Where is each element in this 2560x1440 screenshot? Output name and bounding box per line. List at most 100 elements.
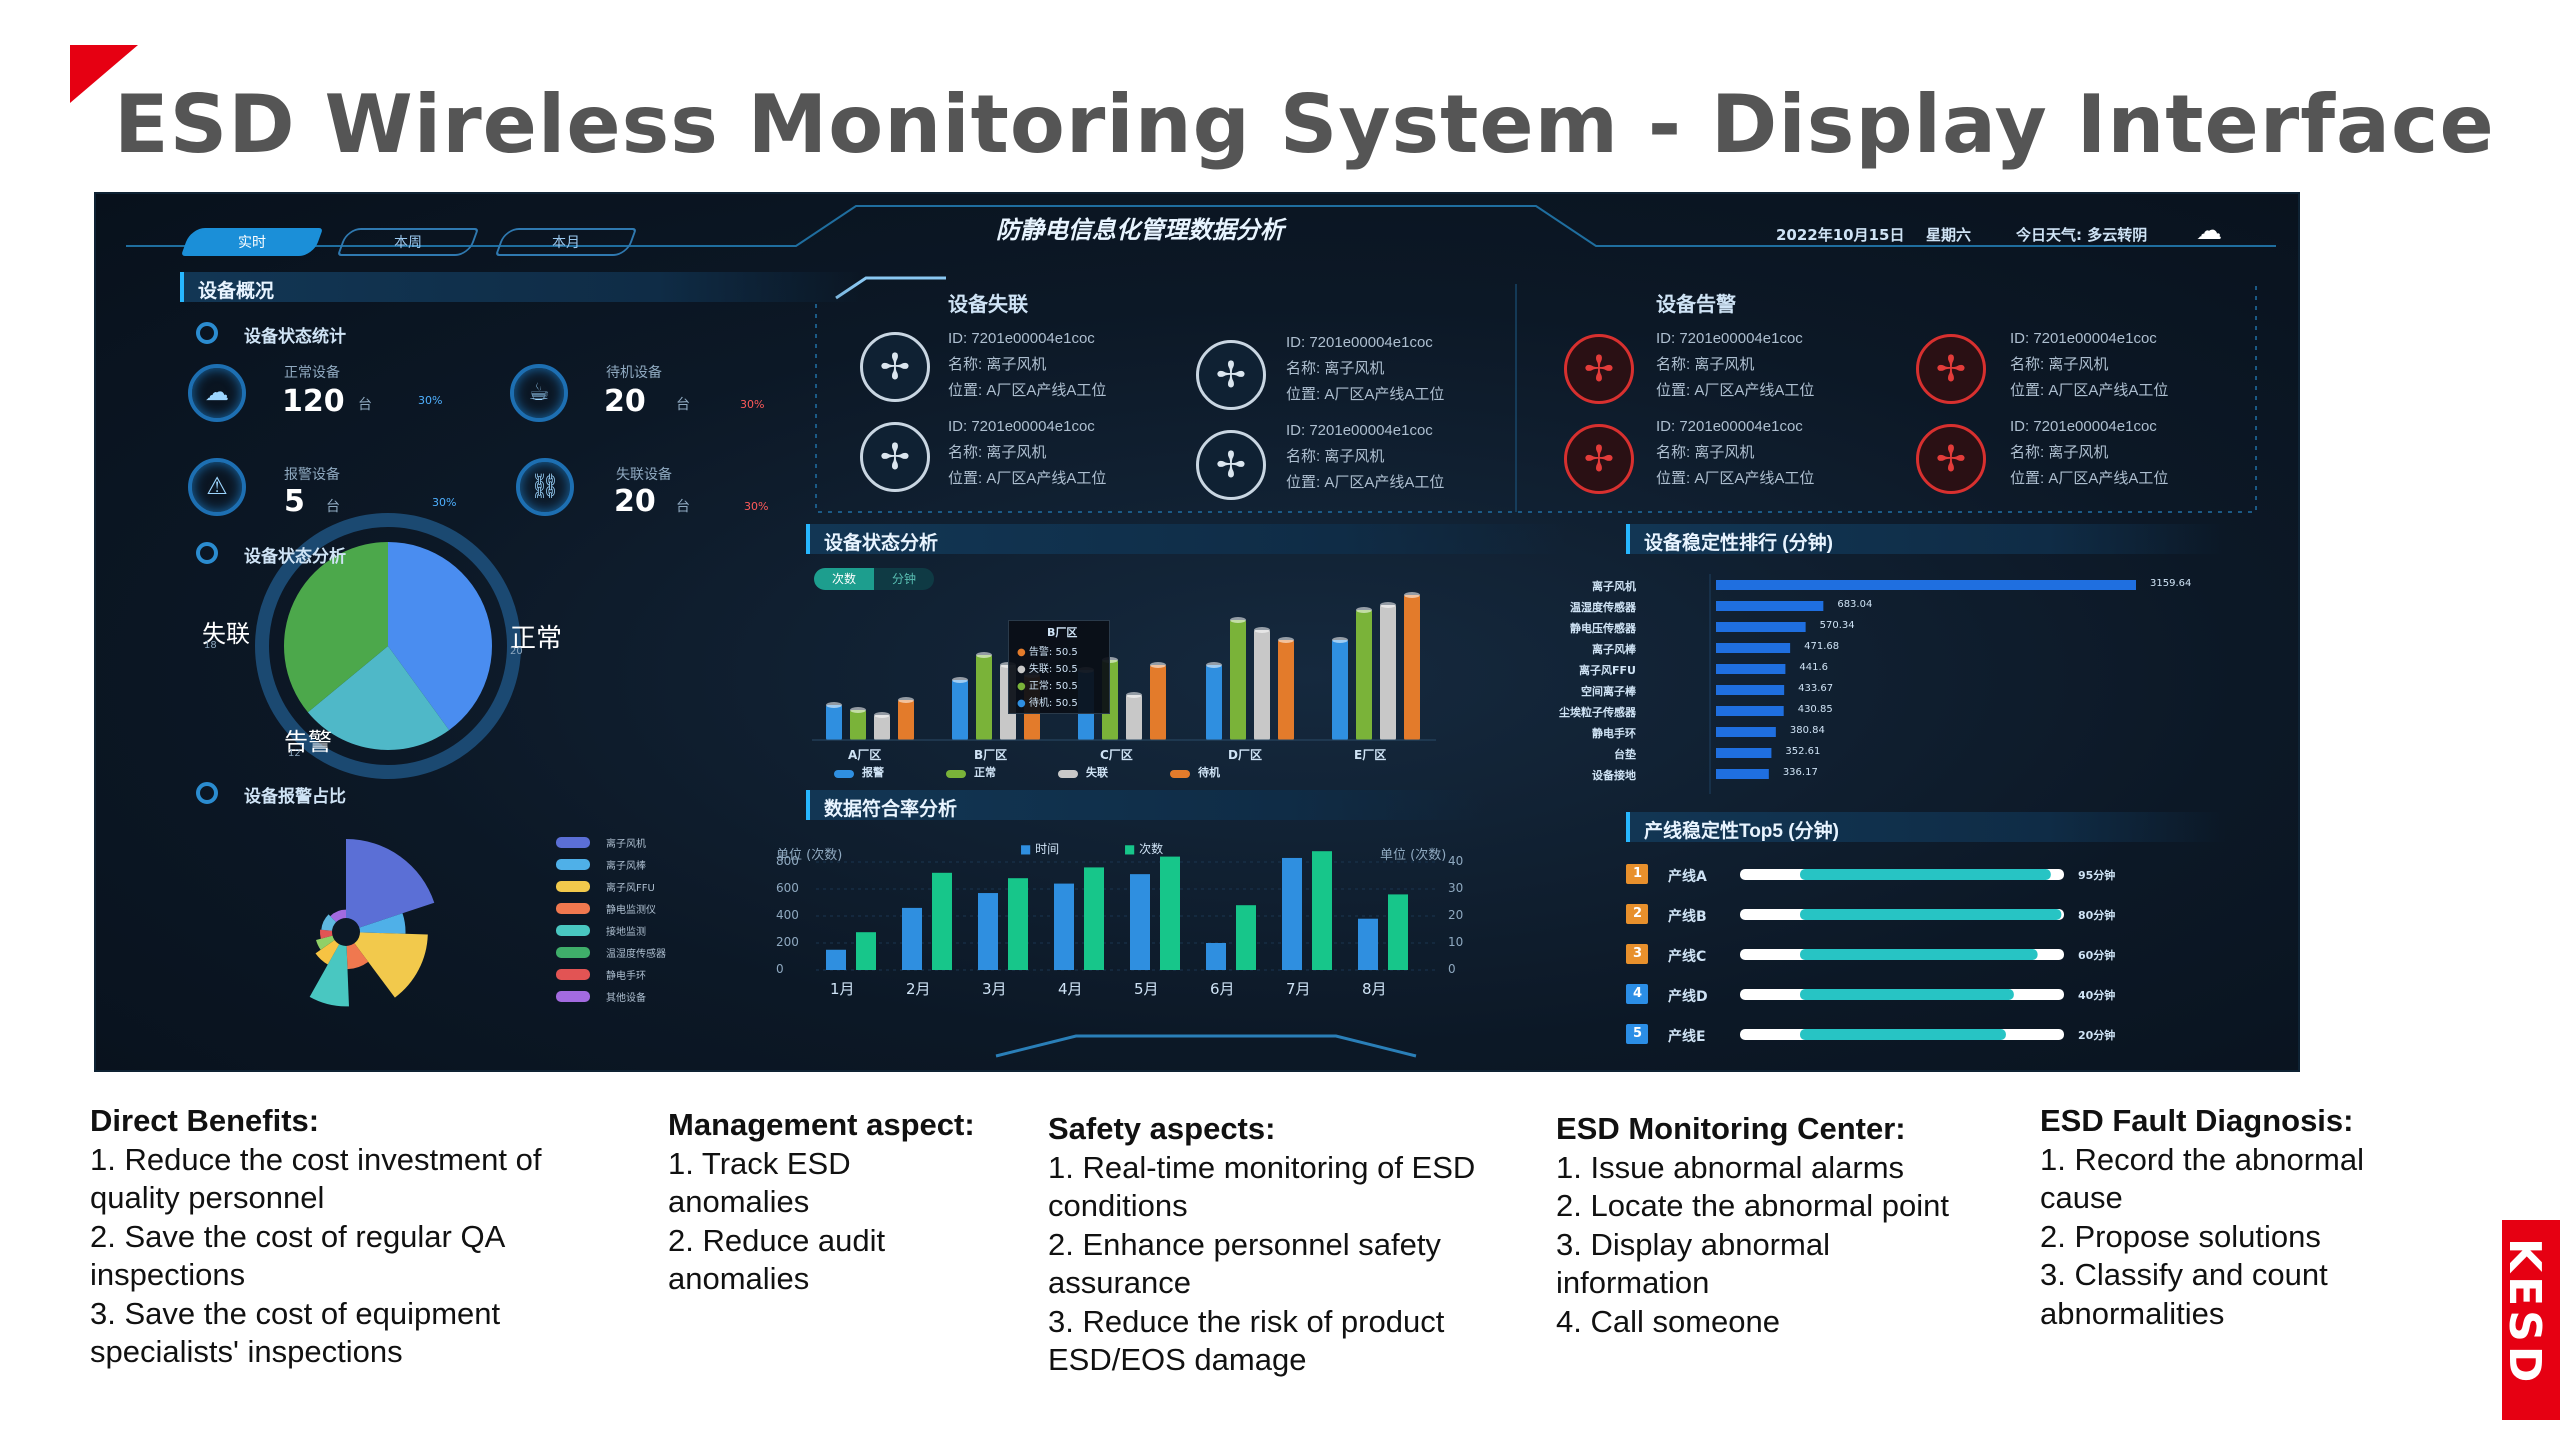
alarm-rose-slice (346, 913, 406, 934)
legend-swatch (556, 837, 590, 848)
status-bar-cap (1332, 637, 1348, 643)
legend-label: 温湿度传感器 (606, 949, 666, 960)
compliance-bar-time (1130, 874, 1150, 970)
top5-rank-number: 4 (1633, 986, 1643, 1001)
weather-cloud-icon: ☁ (2196, 216, 2222, 246)
column-line: cause (2040, 1180, 2123, 1215)
rank-item-value: 570.34 (1819, 620, 1855, 631)
compliance-month-label: 7月 (1286, 980, 1311, 998)
compliance-bar-time (1282, 857, 1302, 970)
status-bar (1332, 640, 1348, 740)
top5-fill (1800, 909, 2062, 920)
column-monitoring-center: ESD Monitoring Center: 1. Issue abnormal… (1556, 1110, 1949, 1341)
link-broken-icon: ⛓ (529, 473, 561, 500)
pie-label-offline-value: 18 (204, 640, 217, 651)
compliance-legend-count: ■ 次数 (1124, 842, 1164, 856)
tab-realtime[interactable]: 实时 (180, 228, 324, 256)
stat-normal-label: 正常设备 (284, 365, 340, 381)
alarm-legend-item: 其他设备 (556, 988, 756, 1004)
rank-item-value: 336.17 (1782, 767, 1818, 778)
tooltip-row-1: ● 告警: 50.5 (1017, 647, 1078, 658)
top5-rank-number: 1 (1633, 866, 1643, 881)
top5-line-value: 20分钟 (2078, 1029, 2116, 1042)
top5-line-value: 95分钟 (2078, 869, 2116, 882)
pie-label-offline: 失联 (202, 620, 250, 648)
legend-swatch (556, 881, 590, 892)
rank-bar (1716, 664, 1786, 674)
dashboard-header-title: 防静电信息化管理数据分析 (996, 216, 1284, 244)
alarm-fan-icon: ✢ (1916, 424, 1986, 494)
alarm-legend-item: 离子风FFU (556, 878, 756, 894)
rank-item-name: 静电手环 (1592, 727, 1636, 740)
bottom-frame-decoration (995, 1034, 1417, 1058)
compliance-left-tick: 600 (776, 881, 799, 895)
tab-week[interactable]: 本周 (336, 228, 480, 256)
section-compliance: 数据符合率分析 (806, 790, 1486, 820)
status-pie-slice (283, 542, 388, 713)
header-date: 2022年10月15日 (1776, 226, 1905, 244)
column-line: 1. Real-time monitoring of ESD (1048, 1149, 1476, 1185)
status-bar (976, 655, 992, 740)
factory-label: B厂区 (974, 748, 1008, 762)
pie-label-normal: 正常 (510, 624, 563, 654)
legend-label: 其他设备 (606, 993, 646, 1004)
status-bar-cap (1278, 637, 1294, 643)
bullet-alarm-ratio (196, 782, 218, 804)
compliance-bar-count (1160, 856, 1180, 970)
toggle-count[interactable]: 次数 (814, 568, 874, 590)
stat-standby-unit: 台 (676, 397, 690, 413)
compliance-right-unit: 单位 (次数) (1380, 848, 1447, 863)
alarm-fan-icon: ✢ (1564, 334, 1634, 404)
toggle-minutes[interactable]: 分钟 (874, 568, 934, 590)
column-line: 1. Track ESD (668, 1145, 851, 1181)
column-line: specialists' inspections (90, 1334, 403, 1369)
status-legend-label: 报警 (862, 766, 884, 779)
top5-rank-badge (1626, 864, 1648, 884)
tooltip-row-3: ● 正常: 50.5 (1017, 681, 1078, 692)
status-bar (1380, 605, 1396, 740)
logo-text: KESD (2499, 1238, 2550, 1387)
compliance-right-tick: 30 (1448, 881, 1464, 895)
compliance-month-label: 1月 (830, 980, 855, 998)
stat-standby-change: 30% (740, 398, 765, 411)
header-weekday: 星期六 (1926, 226, 1972, 244)
fan-icon: ✢ (860, 422, 930, 492)
top5-line-name: 产线D (1668, 989, 1708, 1005)
status-bar-cap (898, 697, 914, 703)
device-alarm-title: 设备告警 (1656, 292, 1736, 316)
rank-item-name: 离子风机 (1592, 580, 1636, 593)
bullet-status-stats (196, 322, 218, 344)
legend-label: 静电监测仪 (606, 905, 656, 916)
device-offline-title: 设备失联 (948, 292, 1028, 316)
kesd-logo: KESD (2499, 1220, 2560, 1420)
rank-item-value: 471.68 (1804, 641, 1840, 652)
pie-outer-ring (255, 513, 521, 779)
compliance-right-tick: 10 (1448, 935, 1464, 949)
top5-rank-badge (1626, 984, 1648, 1004)
status-legend-swatch (946, 770, 966, 778)
status-bar-cap (1254, 627, 1270, 633)
column-line: quality personnel (90, 1180, 325, 1215)
fan-icon: ✢ (1196, 340, 1266, 410)
status-bar-cap (1230, 617, 1246, 623)
top5-line-value: 80分钟 (2078, 909, 2116, 922)
status-legend-swatch (1058, 770, 1078, 778)
compliance-bar-count (1084, 867, 1104, 970)
tab-month[interactable]: 本月 (494, 228, 638, 256)
corner-flag-decoration (70, 45, 138, 103)
rank-item-value: 441.6 (1799, 662, 1829, 673)
rank-item-name: 设备接地 (1592, 769, 1636, 782)
compliance-left-tick: 400 (776, 908, 799, 922)
compliance-bar-count (1236, 905, 1256, 970)
status-bar-cap (850, 707, 866, 713)
